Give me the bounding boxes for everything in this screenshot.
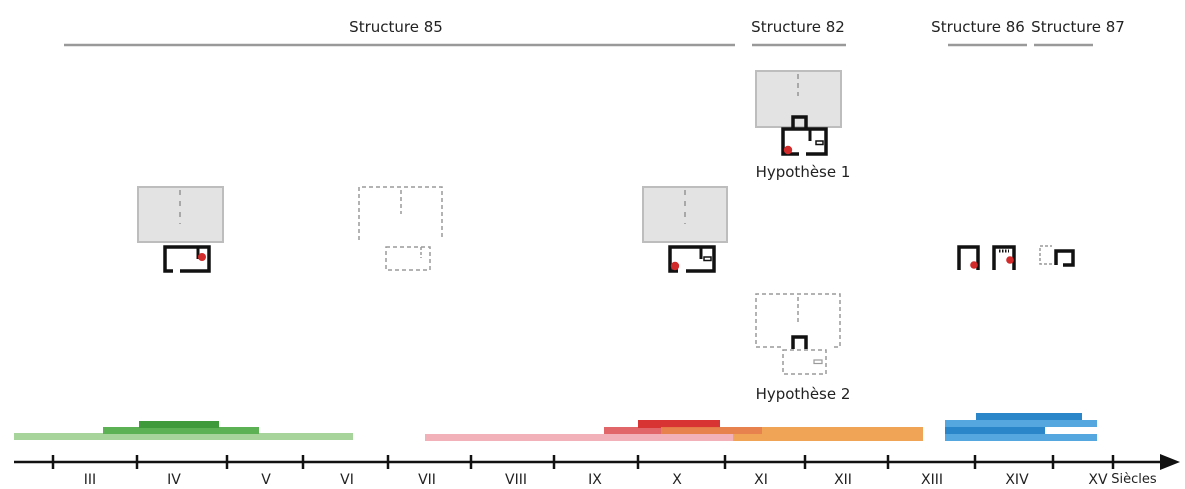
plan-red-marker xyxy=(970,261,978,269)
hypothesis-2-label: Hypothèse 2 xyxy=(756,385,851,403)
bar-blue-mid xyxy=(945,420,1097,427)
plan-structure-87 xyxy=(1039,245,1075,267)
bar-green-dark xyxy=(139,421,219,428)
bar-blue-dark-2 xyxy=(945,427,1045,434)
structure-87-label: Structure 87 xyxy=(1031,18,1125,36)
plan-red-marker xyxy=(198,253,206,261)
structure-86-label: Structure 86 xyxy=(931,18,1025,36)
structure-82: Structure 82 xyxy=(751,18,846,47)
axis-ticks xyxy=(51,455,1115,469)
plan-structure-82-hypothesis-2: Hypothèse 2 xyxy=(755,293,851,403)
plan-dashed-hearth xyxy=(813,359,823,365)
bar-orange-mid xyxy=(762,427,923,434)
plan-red-marker xyxy=(670,261,680,271)
structure-85-label: Structure 85 xyxy=(349,18,443,36)
plan-structure-85-phase-iv xyxy=(137,186,224,273)
plan-room xyxy=(1054,249,1075,267)
plan-room-b xyxy=(992,245,1016,270)
plan-structure-85-phase-x xyxy=(642,186,728,273)
structure-82-label: Structure 82 xyxy=(751,18,845,36)
plan-structure-82-hypothesis-1: Hypothèse 1 xyxy=(755,70,851,181)
axis-unit-label: Siècles xyxy=(1111,472,1157,487)
century-label: X xyxy=(672,472,682,488)
plan-room-walls xyxy=(668,245,716,273)
plan-annex xyxy=(791,115,808,128)
century-label: III xyxy=(84,472,96,488)
century-label: VII xyxy=(418,472,436,488)
bar-green-mid xyxy=(103,427,259,434)
plan-room-walls xyxy=(781,127,828,156)
axis-arrow-icon xyxy=(1160,454,1180,470)
bar-pink xyxy=(425,434,762,441)
structure-87: Structure 87 xyxy=(1031,18,1125,47)
occupation-bars xyxy=(14,413,1097,441)
plan-dashed-building xyxy=(755,293,841,348)
plan-red-marker xyxy=(783,145,793,155)
structure-86: Structure 86 xyxy=(931,18,1027,47)
plan-dashed-room xyxy=(1039,245,1052,265)
century-label: VI xyxy=(340,472,354,488)
bar-green-light xyxy=(14,433,353,440)
plan-room-a xyxy=(957,245,980,270)
bar-blue-light xyxy=(945,434,1097,441)
plan-structure-86 xyxy=(957,245,1016,270)
century-label: XIV xyxy=(1005,472,1029,488)
bar-orange xyxy=(733,434,923,441)
century-label: XIII xyxy=(921,472,943,488)
century-label: XI xyxy=(754,472,768,488)
structure-85: Structure 85 xyxy=(64,18,735,47)
plan-dashed-building xyxy=(358,186,443,240)
plan-hearth xyxy=(815,140,824,146)
plan-dashed-room xyxy=(782,349,827,375)
hypothesis-1-label: Hypothèse 1 xyxy=(756,163,851,181)
plan-hearth xyxy=(703,256,712,262)
century-label: IV xyxy=(167,472,181,488)
plan-hypothetical-vi xyxy=(358,186,443,271)
century-label: V xyxy=(261,472,271,488)
century-label: IX xyxy=(588,472,602,488)
plan-room-walls xyxy=(163,245,211,273)
bar-blue-dark xyxy=(976,413,1082,420)
century-label: XII xyxy=(834,472,852,488)
bar-red-dark xyxy=(638,420,720,428)
plan-dashed-room xyxy=(385,246,431,271)
axis-tick-labels: III IV V VI VII VIII IX X XI XII XIII XIV XV xyxy=(84,472,1108,488)
century-label: XV xyxy=(1088,472,1108,488)
century-label: VIII xyxy=(505,472,527,488)
plan-annex xyxy=(791,335,808,349)
plan-red-marker xyxy=(1006,256,1014,264)
timeline-axis: III IV V VI VII VIII IX X XI XII XIII XIV XV Siècles xyxy=(14,454,1180,488)
